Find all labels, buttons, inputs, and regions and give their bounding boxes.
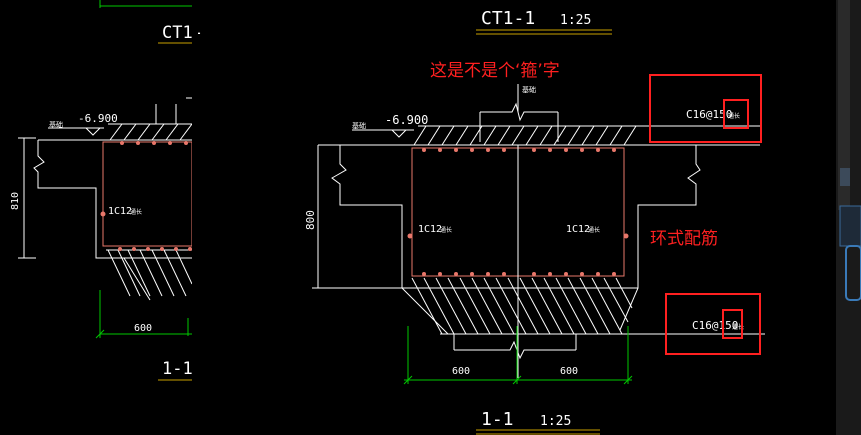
main-rebar-left-label: 1C12 xyxy=(418,224,442,235)
left-rebar-dot xyxy=(100,211,106,217)
main-top-tag: 基础 xyxy=(522,85,536,94)
bottom-bar-tag: 通长 xyxy=(732,323,744,331)
main-slope-left xyxy=(401,287,449,335)
main-bottom-break-line xyxy=(454,340,576,360)
top-bar-highlight-box xyxy=(649,74,762,143)
left-bottom-hatch xyxy=(106,249,193,297)
right-panel-marker xyxy=(840,168,850,186)
view-gap xyxy=(192,0,198,435)
main-elev-text: -6.900 xyxy=(385,113,428,127)
main-top-rebar-dots xyxy=(422,148,616,152)
main-rebar-left-tag: 通长 xyxy=(440,226,452,234)
left-view: CT1- 基础 -6.900 1C12 通长 xyxy=(10,0,203,381)
left-bottom-rebar-dots xyxy=(118,247,192,251)
left-section-label: 1-1 xyxy=(162,359,193,379)
bottom-bar-highlight-box xyxy=(665,293,761,355)
left-top-hatch xyxy=(108,123,193,141)
top-bar-tag: 通长 xyxy=(728,112,740,120)
main-bottom-rebar-dots xyxy=(422,272,616,276)
main-section-label: 1-1 xyxy=(481,409,514,430)
main-view-scale: 1:25 xyxy=(560,13,591,28)
main-outline xyxy=(331,145,701,289)
ring-rebar-note: 环式配筋 xyxy=(650,229,718,249)
bottom-tag-highlight-box xyxy=(722,309,743,339)
left-elev-triangle-icon xyxy=(84,127,102,136)
main-rebar-left-dot xyxy=(407,233,413,239)
left-elev-tag: 基础 xyxy=(49,120,63,129)
right-panel-strip xyxy=(838,0,850,210)
main-top-break-line xyxy=(480,102,558,122)
left-rebar-cage xyxy=(102,141,193,247)
left-elev-text: -6.900 xyxy=(78,112,118,125)
left-outline xyxy=(33,140,192,259)
main-rebar-right-dot xyxy=(623,233,629,239)
left-slope xyxy=(123,257,151,301)
main-section-scale: 1:25 xyxy=(540,414,571,429)
left-height-dim-text: 810 xyxy=(10,192,21,210)
right-panel-block xyxy=(839,205,861,247)
top-tag-highlight-box xyxy=(723,99,749,129)
main-rebar-right-tag: 通长 xyxy=(588,226,600,234)
left-width-dim-text: 600 xyxy=(134,323,152,334)
bottom-bar-label: C16@150 xyxy=(692,319,738,332)
main-rebar-right-label: 1C12 xyxy=(566,224,590,235)
main-height-dim-text: 800 xyxy=(304,210,317,230)
left-rebar-tag: 通长 xyxy=(130,208,142,216)
main-elev-tag: 基础 xyxy=(352,121,366,130)
left-top-rebar-dots xyxy=(120,141,188,145)
main-view-title: CT1-1 xyxy=(481,8,535,29)
main-elev-triangle-icon xyxy=(390,129,408,138)
main-slope-right xyxy=(619,287,639,331)
main-view: CT1-1 1:25 基础 -6.900 基础 xyxy=(304,8,765,435)
main-top-hatch xyxy=(413,125,760,146)
right-panel-tab[interactable] xyxy=(845,245,861,301)
top-bar-label: C16@150 xyxy=(686,108,732,121)
main-width-dim-left: 600 xyxy=(452,366,470,377)
main-width-dim-right: 600 xyxy=(560,366,578,377)
left-rebar-label: 1C12 xyxy=(108,206,132,217)
user-annotations: 这是不是个‘箍’字 环式配筋 xyxy=(430,61,762,355)
main-bottom-hatch xyxy=(411,277,633,335)
right-edge-panel xyxy=(836,0,861,435)
question-note: 这是不是个‘箍’字 xyxy=(430,61,560,81)
